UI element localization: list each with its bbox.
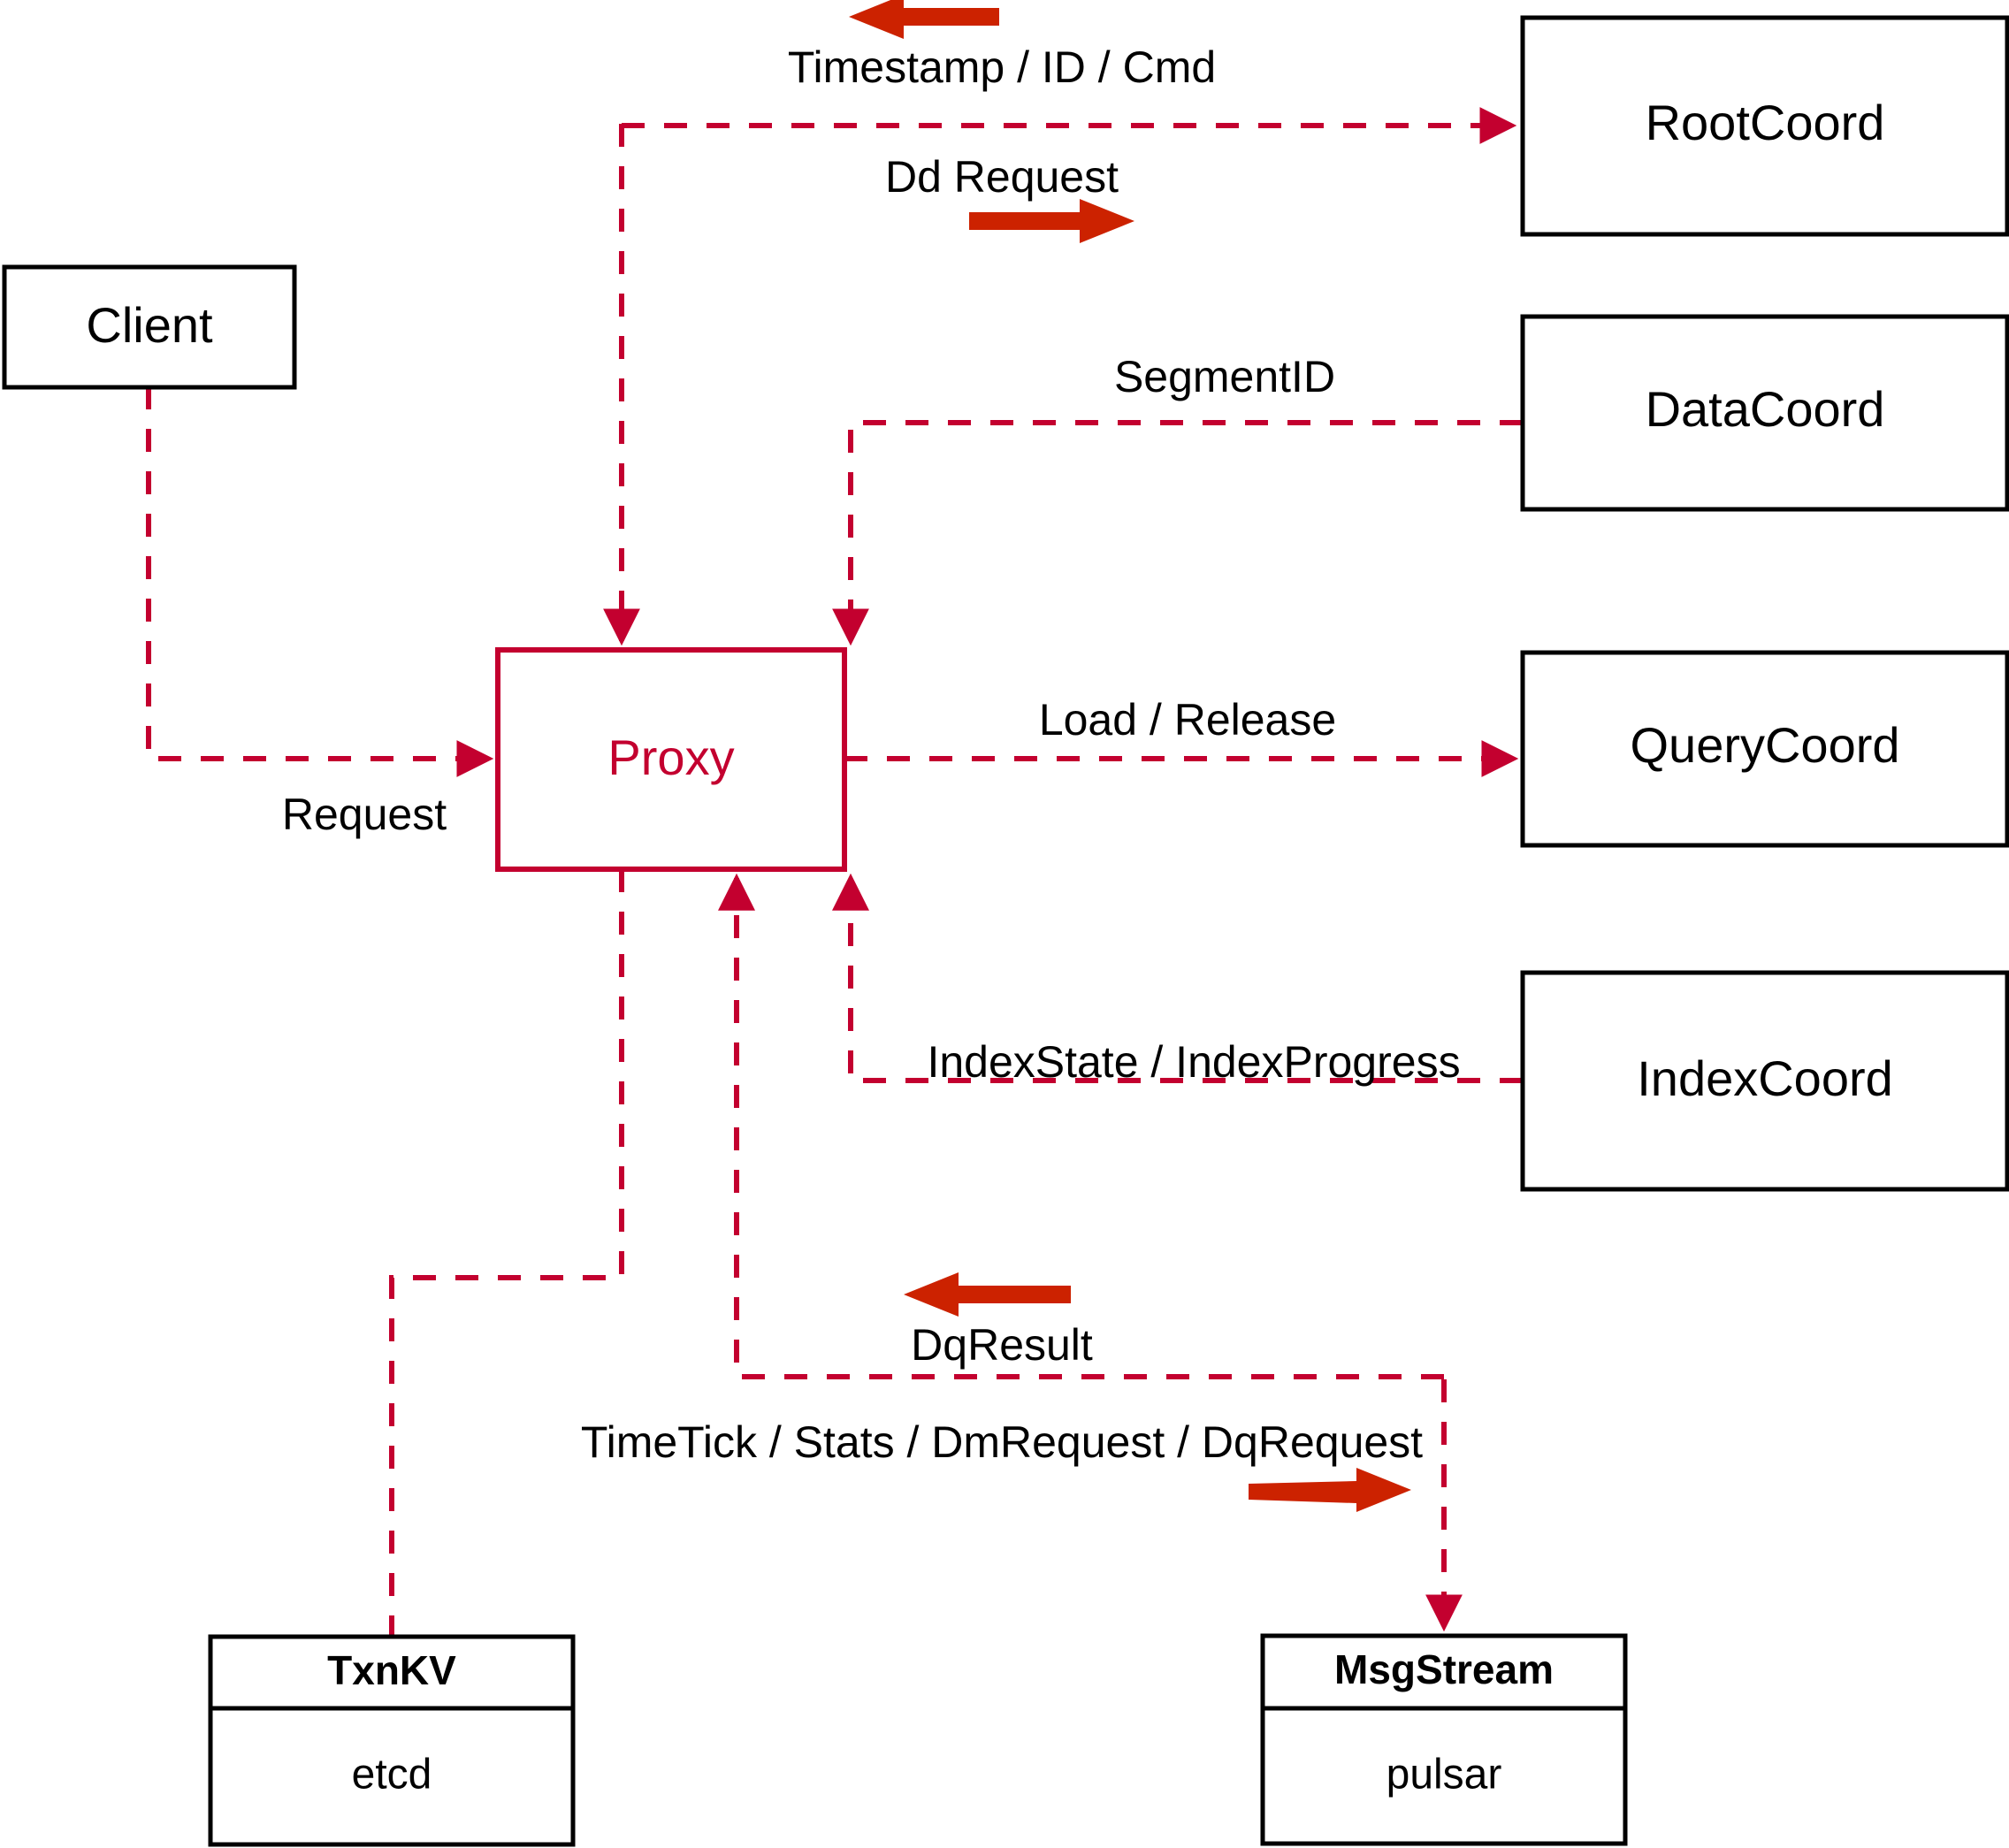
node-msgstream-sublabel: pulsar xyxy=(1386,1752,1502,1798)
node-msgstream[interactable]: MsgStream pulsar xyxy=(1260,1633,1628,1846)
node-indexcoord[interactable]: IndexCoord xyxy=(1520,970,2009,1192)
edge-label-dq-result: DqResult xyxy=(911,1320,1093,1370)
node-client-label: Client xyxy=(86,297,213,353)
node-querycoord-label: QueryCoord xyxy=(1630,717,1899,773)
node-client[interactable]: Client xyxy=(2,264,297,390)
node-txnkv-sublabel: etcd xyxy=(352,1752,432,1798)
node-txnkv[interactable]: TxnKV etcd xyxy=(208,1634,576,1847)
node-datacoord-label: DataCoord xyxy=(1646,381,1885,437)
node-datacoord[interactable]: DataCoord xyxy=(1520,314,2009,512)
edge-label-index-state-progress: IndexState / IndexProgress xyxy=(927,1037,1460,1087)
edge-label-request: Request xyxy=(282,790,447,839)
edge-label-segment-id: SegmentID xyxy=(1114,352,1335,401)
edge-label-load-release: Load / Release xyxy=(1039,695,1336,745)
edge-label-timestamp-id-cmd: Timestamp / ID / Cmd xyxy=(788,42,1216,92)
timestamp-direction-arrow-icon xyxy=(849,0,999,39)
dq-result-direction-arrow-icon xyxy=(904,1272,1071,1317)
node-indexcoord-label: IndexCoord xyxy=(1637,1050,1893,1106)
edge-msgstream-to-proxy xyxy=(718,873,1444,1379)
node-proxy[interactable]: Proxy xyxy=(495,647,847,872)
edge-label-timetick-stats: TimeTick / Stats / DmRequest / DqRequest xyxy=(581,1417,1423,1467)
node-txnkv-label: TxnKV xyxy=(327,1647,456,1693)
node-msgstream-label: MsgStream xyxy=(1334,1646,1554,1692)
edge-datacoord-to-proxy xyxy=(832,420,1523,646)
node-rootcoord-label: RootCoord xyxy=(1646,95,1885,150)
node-proxy-label: Proxy xyxy=(607,729,734,785)
edge-client-to-proxy xyxy=(146,386,494,777)
dd-request-direction-arrow-icon xyxy=(969,199,1134,243)
node-rootcoord[interactable]: RootCoord xyxy=(1520,15,2009,237)
edge-proxy-to-txnkv xyxy=(389,869,624,1637)
edge-label-dd-request: Dd Request xyxy=(885,152,1119,202)
timetick-direction-arrow-icon xyxy=(1249,1468,1411,1512)
node-querycoord[interactable]: QueryCoord xyxy=(1520,650,2009,848)
edge-indexcoord-to-proxy xyxy=(832,873,1523,1083)
